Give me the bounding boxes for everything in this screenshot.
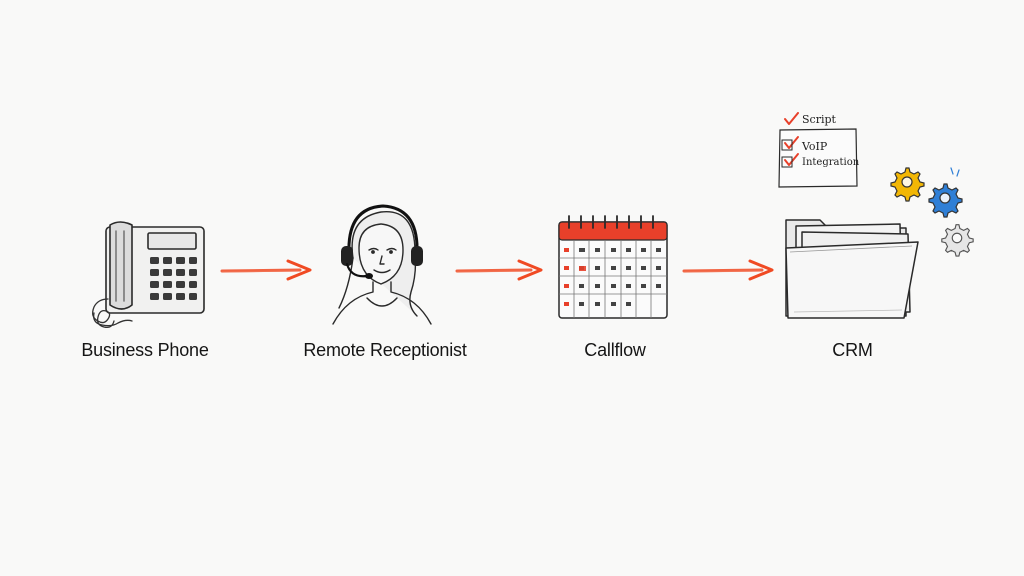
checklist-item-voip: VoIP (802, 140, 828, 153)
calendar-icon (558, 215, 668, 319)
checklist-frame (778, 112, 858, 188)
folder-icon (785, 219, 919, 319)
node-label-callflow: Callflow (584, 340, 646, 360)
checklist-item-script: Script (802, 113, 836, 126)
gear-gray (941, 224, 974, 257)
headset-person-icon (332, 204, 432, 325)
gears-icon (890, 167, 974, 257)
flow-arrow-3 (682, 259, 774, 281)
node-label-remote-receptionist: Remote Receptionist (303, 340, 467, 360)
gear-blue (928, 183, 963, 218)
checklist-item-integration: Integration (802, 157, 860, 168)
flow-arrow-1 (220, 259, 312, 281)
integration-checklist: Script VoIP Integration (778, 112, 860, 188)
node-label-business-phone: Business Phone (81, 340, 209, 360)
flow-arrow-2 (455, 259, 543, 281)
node-label-crm: CRM (832, 340, 873, 360)
gear-yellow (890, 167, 925, 202)
desk-phone-icon (92, 221, 205, 329)
